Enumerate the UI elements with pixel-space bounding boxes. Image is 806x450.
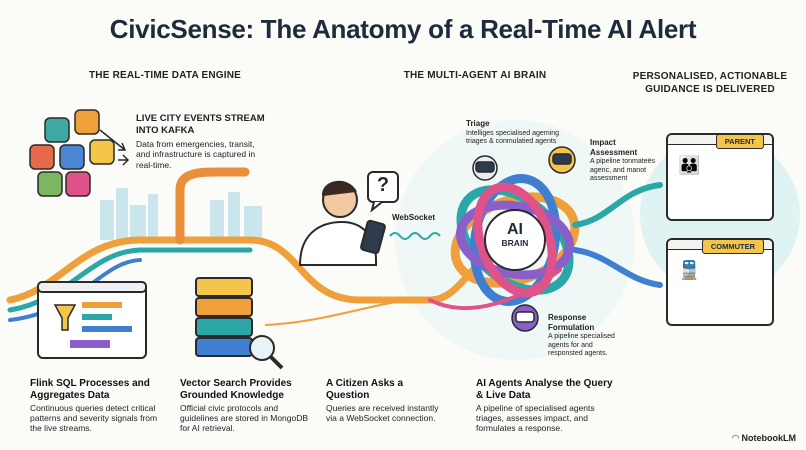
step-vector-search-body: Official civic protocols and guidelines … (180, 403, 309, 434)
ai-brain-knot (450, 174, 580, 306)
kafka-pipe (175, 167, 250, 245)
notebooklm-logo-icon: ◠ (732, 433, 739, 443)
brain-to-commuter-flow (572, 247, 663, 288)
vector-search-link (264, 299, 421, 326)
step-vector-search: Vector Search Provides Grounded Knowledg… (180, 378, 310, 434)
notebooklm-label: NotebookLM (741, 433, 797, 443)
step-citizen-question: A Citizen Asks a Question Queries are re… (326, 378, 446, 423)
agent-impact-heading: Impact Assessment (590, 138, 638, 157)
agent-triage-heading: Triage (466, 119, 490, 128)
step-agents-analyse-body: A pipeline of specialised agents triages… (476, 403, 595, 434)
event-icons (29, 109, 115, 197)
family-icon: 👪 (678, 155, 701, 175)
section-agent-brain: THE MULTI-AGENT AI BRAIN (403, 70, 547, 81)
event-arrows (99, 129, 130, 166)
question-mark: ? (376, 174, 390, 196)
city-skyline (100, 188, 262, 240)
ai-brain-core (484, 209, 546, 271)
parent-card: PARENT 👪 (666, 133, 774, 221)
step-vector-search-heading: Vector Search Provides Grounded Knowledg… (180, 378, 292, 401)
kafka-stream-heading: LIVE CITY EVENTS STREAM INTO KAFKA (136, 113, 265, 136)
vector-database-stack (195, 277, 284, 370)
section-guidance: PERSONALISED, ACTIONABLE GUIDANCE IS DEL… (632, 71, 788, 95)
brain-flow-accent (428, 268, 562, 310)
step-flink-body: Continuous queries detect critical patte… (30, 403, 158, 434)
agent-response-heading: Response Formulation (548, 313, 595, 332)
ai-brain-label: AI BRAIN (487, 221, 543, 249)
parent-card-tag: PARENT (715, 134, 764, 149)
agent-triage: Triage Intelliges specialised ageming tr… (466, 119, 566, 146)
question-bubble (367, 171, 399, 203)
page-title: CivicSense: The Anatomy of a Real-Time A… (109, 14, 697, 44)
agent-triage-body: Intelliges specialised ageming triages &… (466, 129, 559, 145)
agent-response-body: A pipeline specialised agents for and re… (548, 333, 615, 357)
ai-brain-label-brain: BRAIN (501, 238, 529, 248)
data-flow-pipe-secondary (7, 247, 253, 313)
commuter-card: COMMUTER 🚆 (666, 238, 774, 326)
agent-robots (472, 146, 576, 332)
step-agents-analyse: AI Agents Analyse the Query & Live Data … (476, 378, 616, 434)
data-flow-pipe-main (6, 236, 504, 304)
notebooklm-branding: ◠ NotebookLM (732, 433, 796, 444)
websocket-label: WebSocket (392, 213, 435, 222)
step-flink: Flink SQL Processes and Aggregates Data … (30, 378, 160, 434)
ai-brain-label-ai: AI (507, 221, 523, 238)
kafka-stream-body: Data from emergencies, transit, and infr… (136, 138, 256, 170)
commuter-card-tag: COMMUTER (701, 239, 764, 254)
websocket-wave (389, 232, 441, 240)
step-agents-analyse-heading: AI Agents Analyse the Query & Live Data (476, 378, 613, 401)
kafka-stream-text: LIVE CITY EVENTS STREAM INTO KAFKA Data … (136, 113, 266, 171)
train-icon: 🚆 (678, 260, 701, 280)
question-bubble-tail (370, 201, 383, 213)
agent-impact-body: A pipeline tonmateës agenc, and manot as… (590, 158, 655, 182)
step-citizen-question-heading: A Citizen Asks a Question (326, 378, 404, 401)
agent-response: Response Formulation A pipeline speciali… (548, 313, 628, 358)
agent-impact: Impact Assessment A pipeline tonmateës a… (590, 138, 660, 183)
brain-to-parent-flow (572, 182, 663, 228)
citizen-figure (298, 181, 386, 266)
step-citizen-question-body: Queries are received instantly via a Web… (326, 403, 439, 424)
step-flink-heading: Flink SQL Processes and Aggregates Data (30, 378, 150, 401)
section-data-engine: THE REAL-TIME DATA ENGINE (88, 70, 242, 81)
flink-dashboard (37, 281, 147, 359)
